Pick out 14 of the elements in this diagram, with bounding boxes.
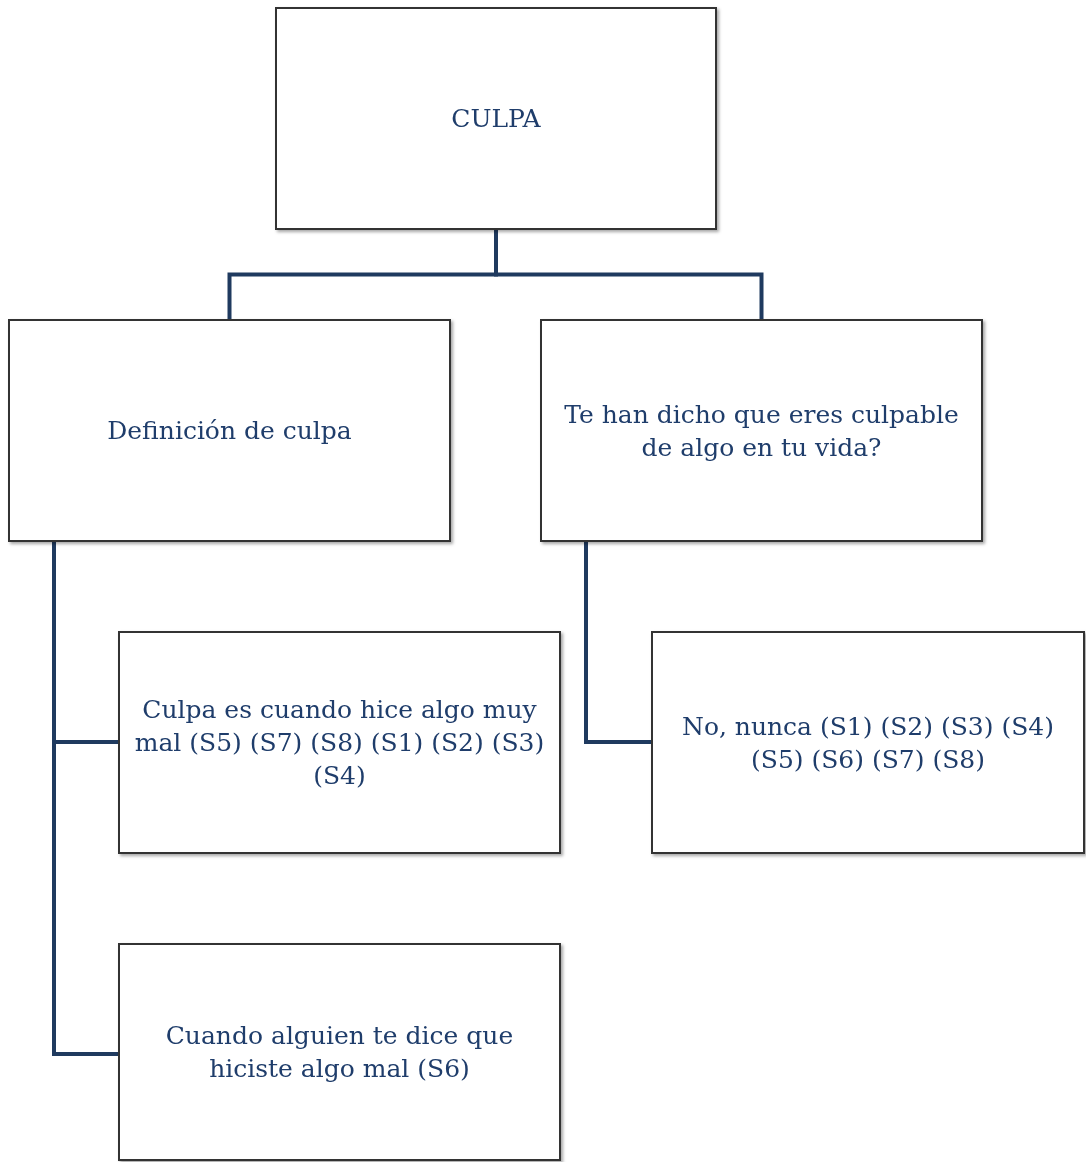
box-text: Te han dicho que eres culpable de algo en tu vida? <box>563 398 960 464</box>
text-box <box>275 7 717 230</box>
text-box <box>8 319 451 542</box>
text-box <box>651 631 1085 854</box>
box-text: No, nunca (S1) (S2) (S3) (S4) (S5) (S6) (S7) (S8) <box>681 710 1055 776</box>
text-box <box>118 943 561 1161</box>
box-text: CULPA <box>451 103 541 135</box>
text-box <box>540 319 983 542</box>
box-text: Cuando alguien te dice que hiciste algo mal (S6) <box>164 1020 515 1085</box>
box-text: Definición de culpa <box>107 415 352 447</box>
connector-line <box>584 542 651 744</box>
box-text: Culpa es cuando hice algo muy mal (S5) (S7) (S8) (S1) (S2) (S3) (S4) <box>133 694 546 792</box>
connector-line <box>494 230 764 319</box>
text-box <box>118 631 561 854</box>
